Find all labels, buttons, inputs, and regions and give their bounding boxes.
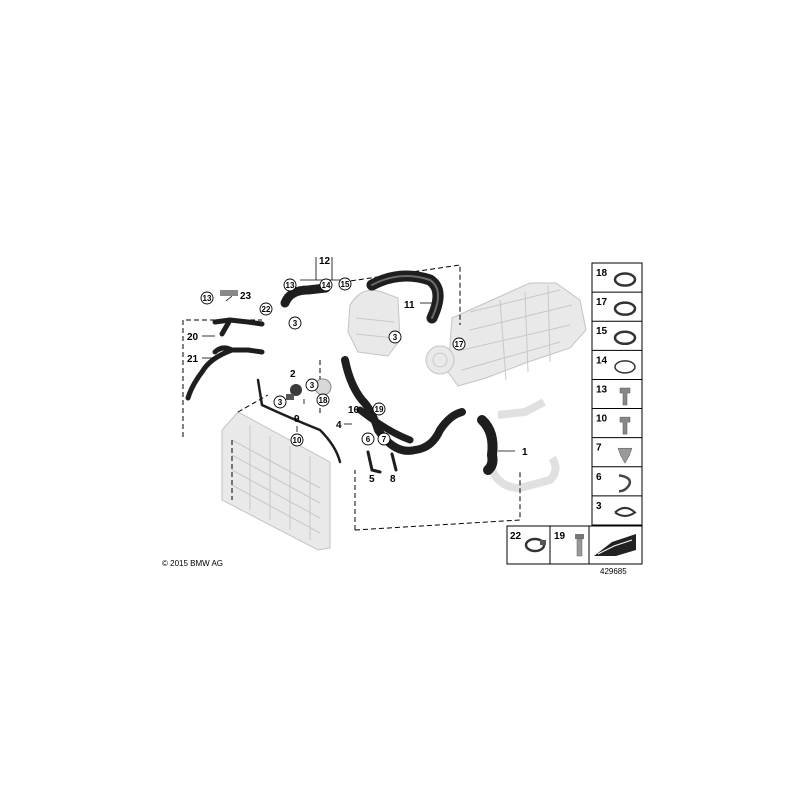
plug-icon — [617, 447, 633, 464]
o-ring-icon — [614, 360, 636, 374]
callout-12: 12 — [319, 256, 331, 267]
callout-18: 18 — [316, 393, 330, 407]
callout-6: 6 — [361, 432, 375, 446]
diagram-number: 429685 — [600, 567, 627, 576]
o-ring-icon-shape — [614, 360, 636, 374]
seal-ring-icon — [613, 330, 637, 346]
hoses — [185, 270, 498, 475]
ring-clamp-icon-shape — [613, 301, 637, 316]
cap-part-2 — [290, 384, 302, 396]
clip-icon-shape — [618, 474, 632, 493]
callout-7: 7 — [377, 432, 391, 446]
svg-text:13: 13 — [286, 281, 295, 290]
copyright-text: © 2015 BMW AG — [162, 559, 223, 568]
svg-text:3: 3 — [310, 381, 315, 390]
callout-4: 4 — [336, 420, 342, 431]
plug-icon-shape — [617, 447, 633, 464]
callout-23: 23 — [240, 291, 252, 302]
callout-16: 16 — [348, 405, 360, 416]
callout-8: 8 — [390, 474, 396, 485]
legend-label-6: 6 — [596, 472, 602, 483]
svg-text:3: 3 — [278, 398, 283, 407]
spring-clamp-icon — [614, 506, 637, 517]
hose-clamp-icon-shape — [613, 272, 637, 287]
engine-block — [447, 282, 587, 387]
svg-text:15: 15 — [341, 280, 350, 289]
callout-9: 9 — [294, 414, 300, 425]
sensor-part-23 — [220, 290, 238, 296]
legend-label-3: 3 — [596, 501, 602, 512]
callout-13-top: 13 — [200, 291, 214, 305]
spring-clamp-icon-shape — [614, 506, 637, 517]
legend-label-18: 18 — [596, 268, 608, 279]
expansion-tank — [347, 289, 401, 357]
screw-icon — [619, 387, 631, 406]
legend-panel: 18 17 15 14 13 10 7 6 3 — [591, 262, 643, 526]
ring-clamp-icon — [613, 301, 637, 316]
legend-label-14: 14 — [596, 355, 608, 366]
arrow-icon — [594, 534, 636, 556]
callout-15: 15 — [338, 277, 352, 291]
clip-icon — [618, 474, 632, 493]
legend-label-15: 15 — [596, 326, 608, 337]
callout-3-c: 3 — [305, 378, 319, 392]
callout-20: 20 — [187, 332, 199, 343]
legend-bottom-label-22: 22 — [510, 531, 522, 542]
callout-2: 2 — [290, 369, 296, 380]
callout-19: 19 — [372, 402, 386, 416]
small-parts — [220, 290, 398, 474]
callout-14: 14 — [319, 278, 333, 292]
lower-pipe — [488, 398, 560, 493]
callout-3-b: 3 — [388, 330, 402, 344]
legend-bottom-panel: 22 19 — [506, 525, 643, 565]
legend-label-13: 13 — [596, 384, 608, 395]
svg-text:3: 3 — [293, 319, 298, 328]
screw-icon-shape — [619, 387, 631, 406]
svg-text:13: 13 — [203, 294, 212, 303]
radiator — [221, 411, 331, 551]
svg-text:6: 6 — [366, 435, 371, 444]
callout-22: 22 — [259, 302, 273, 316]
callout-11: 11 — [404, 300, 415, 311]
screw-icon-shape — [619, 416, 631, 435]
callout-10: 10 — [290, 433, 304, 447]
legend-label-10: 10 — [596, 414, 608, 425]
callouts: 1 2 4 5 8 9 11 12 16 20 21 23 13 13 14 1… — [187, 256, 528, 485]
legend-label-17: 17 — [596, 297, 608, 308]
callout-5: 5 — [369, 474, 375, 485]
svg-text:18: 18 — [319, 396, 328, 405]
seal-ring-icon-shape — [613, 330, 637, 346]
bolt-icon — [575, 534, 584, 557]
svg-text:22: 22 — [262, 305, 271, 314]
hose-clamp-icon — [524, 537, 546, 553]
callout-17: 17 — [452, 337, 466, 351]
svg-text:14: 14 — [322, 281, 331, 290]
thermostat-housing — [425, 345, 455, 375]
svg-text:17: 17 — [455, 340, 464, 349]
legend-bottom-label-19: 19 — [554, 531, 566, 542]
callout-3-a: 3 — [288, 316, 302, 330]
svg-text:19: 19 — [375, 405, 384, 414]
svg-text:3: 3 — [393, 333, 398, 342]
callout-13-hose: 13 — [283, 278, 297, 292]
hose-clamp-icon — [613, 272, 637, 287]
callout-3-d: 3 — [273, 395, 287, 409]
svg-text:7: 7 — [382, 435, 387, 444]
callout-1: 1 — [522, 447, 528, 458]
callout-21: 21 — [187, 354, 199, 365]
svg-text:10: 10 — [293, 436, 302, 445]
legend-label-7: 7 — [596, 443, 602, 454]
screw-icon — [619, 416, 631, 435]
